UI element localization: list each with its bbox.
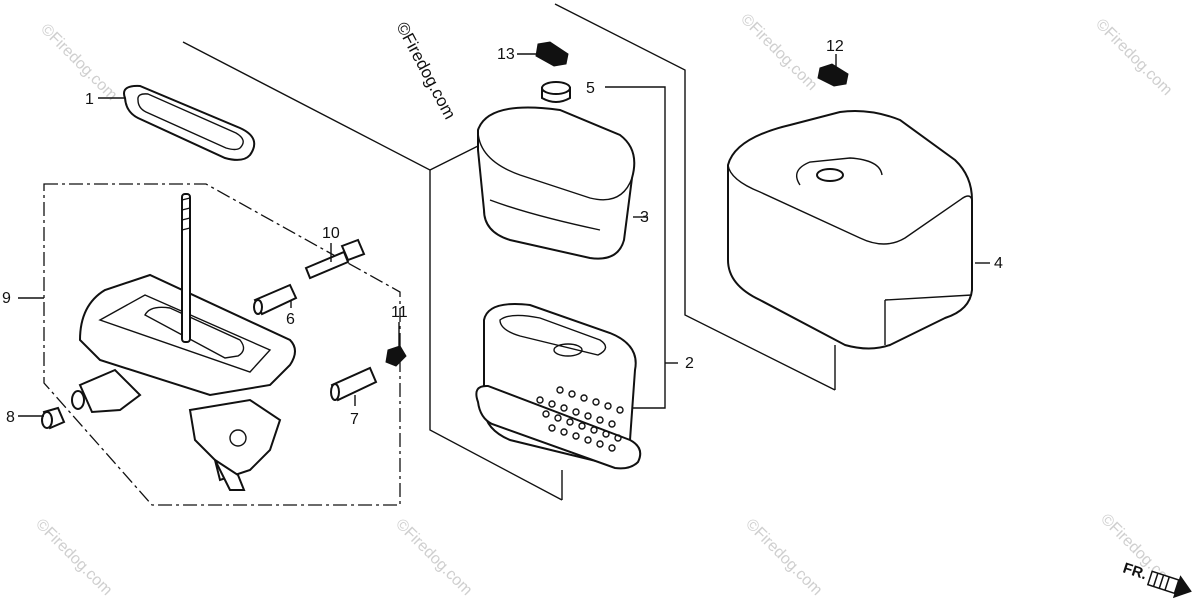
callout-9: 9 <box>2 290 11 307</box>
callout-13: 13 <box>497 46 515 63</box>
foam-filter-part <box>477 106 636 260</box>
leader-lines <box>18 53 990 417</box>
collar-part <box>253 283 298 316</box>
callout-2: 2 <box>685 355 694 372</box>
cover-part <box>727 110 973 350</box>
watermark-faint: ©Firedog.com <box>392 516 475 599</box>
callout-labels: 1 2 3 4 5 6 7 8 9 10 11 12 13 <box>2 38 1003 428</box>
callout-6: 6 <box>286 311 295 328</box>
watermark-faint: ©Firedog.com <box>37 21 120 104</box>
grommet-part <box>541 81 571 103</box>
callout-7: 7 <box>350 411 359 428</box>
watermark-faint: ©Firedog.com <box>32 516 115 599</box>
filter-holes <box>536 386 624 452</box>
collar-part <box>330 366 378 402</box>
callout-10: 10 <box>322 225 340 242</box>
callout-5: 5 <box>586 80 595 97</box>
direction-label: FR. <box>1121 560 1149 584</box>
wing-nut-part <box>817 63 849 87</box>
collar-part <box>41 406 66 430</box>
watermark-main: ©Firedog.com <box>392 19 459 122</box>
nut-part <box>385 345 407 367</box>
watermark-faint: ©Firedog.com <box>742 516 825 599</box>
arrow-front-icon <box>1146 570 1192 599</box>
callout-4: 4 <box>994 255 1003 272</box>
front-direction-marker: FR. <box>1121 560 1192 599</box>
callout-12: 12 <box>826 38 844 55</box>
callout-1: 1 <box>85 91 94 108</box>
bolt-part <box>304 238 366 280</box>
case-part <box>71 193 296 491</box>
callout-11: 11 <box>391 304 408 321</box>
callout-3: 3 <box>640 209 649 226</box>
watermark-faint: ©Firedog.com <box>1092 16 1175 99</box>
gasket-part <box>123 84 256 161</box>
paper-filter-part <box>475 303 642 470</box>
watermark-faint: ©Firedog.com <box>737 11 820 94</box>
assembly-lines <box>43 3 836 506</box>
callout-8: 8 <box>6 409 15 426</box>
wing-nut-part <box>535 41 569 67</box>
